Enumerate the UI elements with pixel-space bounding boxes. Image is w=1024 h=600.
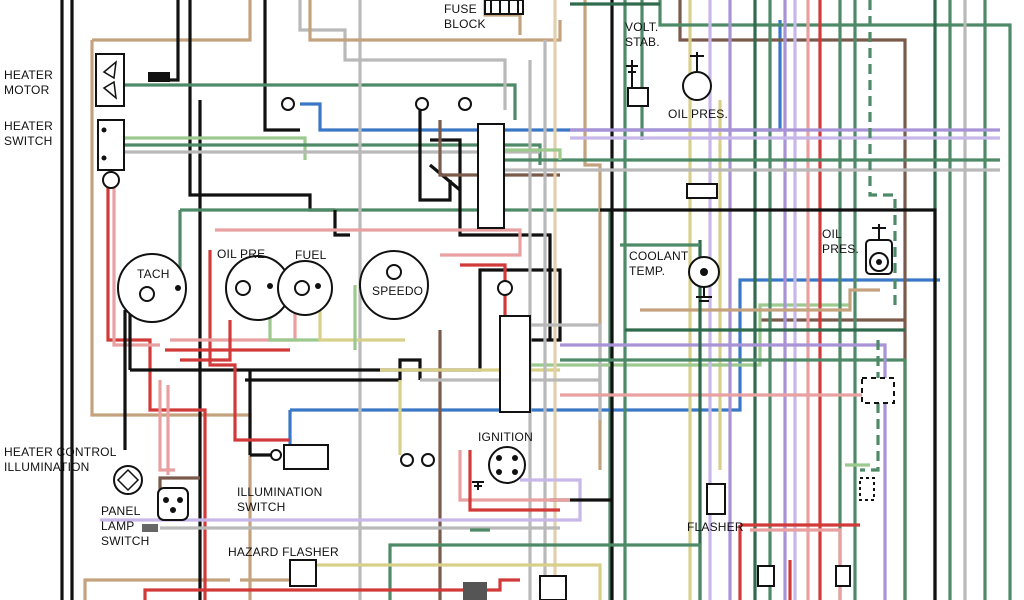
label-oil-pres-switch-line2: PRES. [822, 242, 859, 256]
label-heater-control-illum-line2: ILLUMINATION [4, 460, 90, 474]
label-hazard-flasher: HAZARD FLASHER [228, 545, 339, 559]
label-volt-stab-line2: STAB. [625, 35, 660, 49]
oil-pressure-sender [682, 52, 718, 199]
tach-gauge [117, 253, 187, 323]
labels: FUSE BLOCK VOLT. STAB. HEATER MOTOR HEAT… [4, 2, 859, 559]
label-panel-lamp-switch-line3: SWITCH [101, 534, 150, 548]
oil-pressure-switch [865, 224, 893, 275]
voltage-stabilizer [626, 60, 649, 107]
panel-lamp-switch [142, 487, 189, 532]
label-heater-control-illum-line1: HEATER CONTROL [4, 445, 117, 459]
label-volt-stab-line1: VOLT. [625, 20, 658, 34]
label-illumination-switch-line2: SWITCH [237, 500, 286, 514]
heater-switch [97, 119, 125, 189]
label-coolant-temp-line2: TEMP. [629, 264, 665, 278]
label-heater-switch-line2: SWITCH [4, 134, 53, 148]
label-speedo: SPEEDO [372, 284, 423, 298]
oil-pressure-gauge [225, 255, 291, 321]
label-panel-lamp-switch-line1: PANEL [101, 504, 141, 518]
label-fuse-block-line1: FUSE [444, 2, 477, 16]
label-fuel: FUEL [295, 248, 327, 262]
speedo-gauge [359, 250, 429, 320]
label-oil-pres-switch-line1: OIL [822, 227, 842, 241]
label-heater-motor-line2: MOTOR [4, 83, 50, 97]
coolant-temp-sender [688, 256, 720, 302]
hazard-flasher-unit [289, 559, 567, 600]
fuel-gauge [277, 260, 333, 316]
label-oil-pres-sender: OIL PRES. [668, 107, 728, 121]
gauge-bulb-connectors [281, 97, 513, 467]
ignition-switch [472, 446, 526, 490]
illumination-switch [270, 444, 329, 470]
label-tach: TACH [137, 267, 170, 281]
label-oil-pre: OIL PRE [217, 247, 265, 261]
optional-component [859, 377, 895, 501]
label-ignition: IGNITION [478, 430, 533, 444]
label-coolant-temp-line1: COOLANT [629, 249, 689, 263]
wire-harness [60, 0, 1012, 600]
fuse-block [484, 0, 524, 15]
heater-motor [95, 53, 170, 107]
heater-control-illumination-lamp [113, 465, 143, 495]
label-fuse-block-line2: BLOCK [444, 17, 486, 31]
label-heater-switch-line1: HEATER [4, 119, 53, 133]
bottom-right-connectors [477, 123, 851, 587]
label-heater-motor-line1: HEATER [4, 68, 53, 82]
label-flasher: FLASHER [687, 520, 744, 534]
flasher-unit [706, 483, 726, 515]
label-panel-lamp-switch-line2: LAMP [101, 519, 134, 533]
label-illumination-switch-line1: ILLUMINATION [237, 485, 323, 499]
